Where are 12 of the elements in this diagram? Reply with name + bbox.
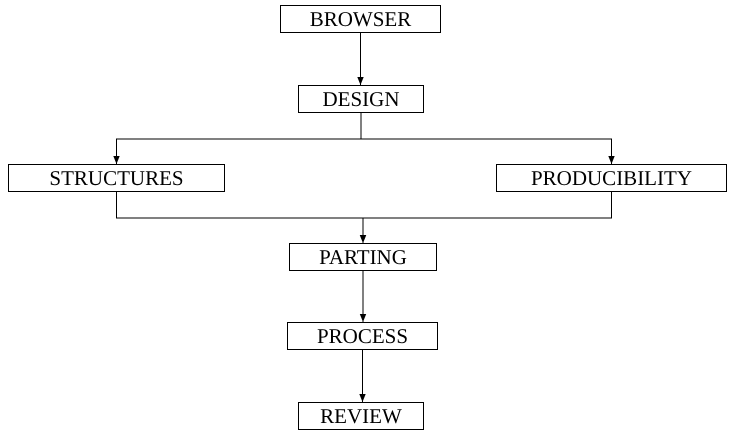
process-box: PRODUCIBILITY <box>496 164 727 192</box>
process-box: BROWSER <box>280 5 441 33</box>
arrow <box>360 192 612 244</box>
process-box: PROCESS <box>287 322 438 350</box>
arrow <box>360 112 615 164</box>
process-box: REVIEW <box>298 402 424 430</box>
process-box: PARTING <box>289 243 437 271</box>
arrow <box>357 32 364 86</box>
process-box: STRUCTURES <box>8 164 225 192</box>
process-box: DESIGN <box>298 85 424 113</box>
arrow <box>360 270 366 322</box>
arrow <box>359 350 366 402</box>
